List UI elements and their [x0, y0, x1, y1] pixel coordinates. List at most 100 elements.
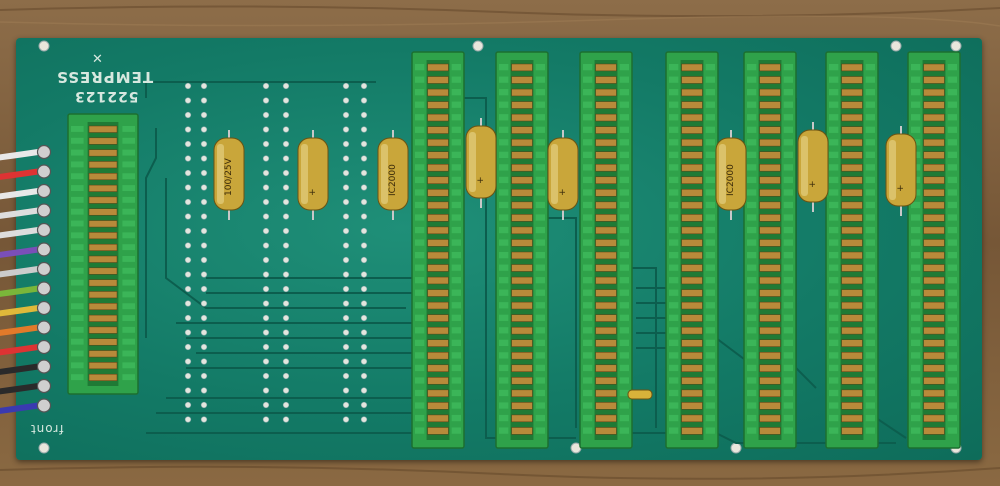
connector-rib [911, 239, 921, 246]
connector-rib [535, 302, 545, 309]
connector-rib [829, 364, 839, 372]
connector-rib [499, 126, 509, 133]
contact-pin [923, 389, 945, 398]
via-hole [262, 300, 270, 307]
contact-pin [88, 149, 118, 157]
via-hole [360, 97, 368, 104]
contact-pin [595, 389, 617, 398]
connector-rib [619, 139, 629, 146]
connector-rib [865, 427, 875, 434]
connector-rib [783, 201, 793, 209]
contact-pin [88, 137, 118, 145]
connector-rib [865, 114, 875, 121]
connector-rib [122, 196, 135, 203]
connector-rib [865, 226, 875, 234]
connector-rib [499, 189, 509, 196]
wire [0, 168, 39, 180]
via-hole [342, 126, 350, 133]
connector-rib [583, 277, 593, 284]
connector-rib [499, 314, 509, 321]
connector-rib [619, 89, 629, 96]
connector-rib [535, 151, 545, 158]
connector-rib [747, 289, 757, 296]
contact-pin [595, 151, 617, 159]
connector-rib [415, 239, 425, 246]
solder-terminal [36, 339, 52, 355]
connector-rib [415, 214, 425, 221]
connector-rib [499, 214, 509, 221]
connector-rib [583, 352, 593, 359]
via-hole [360, 256, 368, 264]
contact-pin [759, 101, 781, 109]
connector-rib [783, 101, 793, 108]
connector-rib [619, 389, 629, 397]
connector-rib [71, 161, 84, 168]
contact-pin [681, 364, 703, 372]
connector-rib [865, 214, 875, 221]
contact-pin [759, 289, 781, 297]
connector-rib [947, 239, 957, 246]
connector-rib [747, 377, 757, 384]
contact-pin [759, 251, 781, 260]
via-hole [200, 329, 208, 336]
connector-rib [947, 139, 957, 146]
via-hole [360, 140, 368, 148]
connector-rib [947, 114, 957, 121]
connector-rib [535, 252, 545, 259]
contact-pin [595, 226, 617, 235]
contact-pin [923, 339, 945, 347]
via-hole [262, 358, 270, 365]
connector-rib [415, 327, 425, 334]
mounting-hole [472, 40, 484, 52]
contact-pin [759, 151, 781, 159]
contact-pin [595, 402, 617, 410]
via-hole [184, 401, 192, 409]
contact-pin [681, 164, 703, 172]
small-capacitor [627, 389, 653, 400]
contact-pin [427, 101, 449, 109]
contact-pin [427, 264, 449, 272]
connector-rib [747, 339, 757, 346]
connector-rib [71, 350, 84, 357]
contact-pin [759, 63, 781, 72]
pcb-artwork [38, 40, 962, 454]
via-hole [282, 82, 290, 90]
via-hole [360, 184, 368, 191]
via-hole [200, 271, 208, 278]
capacitor-highlight [217, 144, 224, 204]
contact-pin [427, 63, 449, 72]
connector-rib [122, 303, 135, 310]
connector-rib [865, 252, 875, 259]
connector-rib [669, 89, 679, 96]
contact-pin [923, 427, 945, 435]
solder-terminal [36, 359, 52, 374]
connector-rib [619, 377, 629, 384]
connector-rib [71, 196, 84, 203]
connector-rib [583, 151, 593, 158]
contact-pin [595, 164, 617, 172]
contact-pin [511, 189, 533, 197]
via-hole [262, 184, 270, 191]
via-hole [262, 82, 270, 90]
copper-trace [145, 128, 157, 338]
contact-pin [427, 427, 449, 435]
connector-rib [535, 126, 545, 133]
connector-rib [947, 302, 957, 309]
connector-rib [865, 151, 875, 158]
contact-pin [427, 276, 449, 285]
connector-rib [451, 414, 461, 422]
connector-rib [535, 414, 545, 422]
via-hole [184, 140, 192, 148]
connector-rib [71, 244, 84, 251]
via-hole [360, 387, 368, 394]
contact-pin [511, 101, 533, 109]
connector-rib [865, 389, 875, 397]
capacitor-highlight [889, 140, 896, 200]
contact-pin [681, 427, 703, 435]
connector-rib [865, 64, 875, 71]
connector-rib [451, 302, 461, 309]
via-hole [282, 401, 290, 409]
via-hole [342, 155, 350, 162]
connector-rib [122, 126, 135, 132]
via-hole [184, 256, 192, 264]
